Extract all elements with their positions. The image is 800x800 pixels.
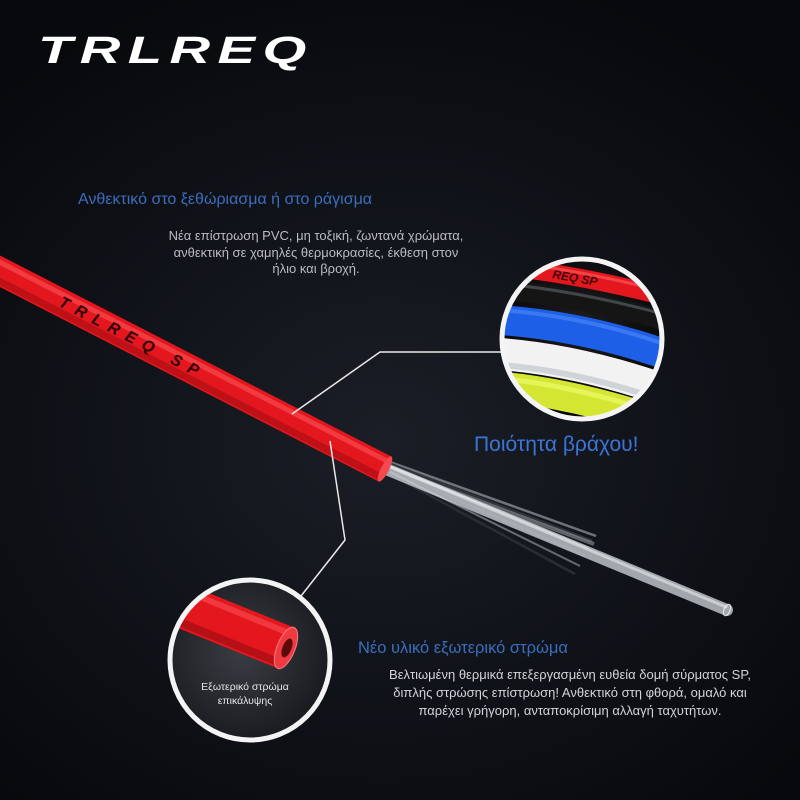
feature-description-line: διπλής στρώσης επίστρωση! Ανθεκτικό στη …	[393, 685, 747, 700]
outer-layer-zoom-circle	[167, 577, 333, 743]
cable-band-blue	[503, 305, 661, 371]
feature-description-line: Νέα επίστρωση PVC, μη τοξική, ζωντανά χρ…	[168, 228, 464, 243]
feature-description-line: ήλιο και βροχή.	[272, 261, 360, 276]
steel-wire-strand	[389, 460, 597, 538]
zoom-circle-caption: Εξωτερικό στρώμα επικάλυψης	[180, 680, 310, 708]
zoom-circle-ring	[499, 256, 665, 422]
cable-band-black	[504, 280, 661, 332]
zoom-circle-ring	[167, 577, 333, 743]
zoom-circle-caption-line: επικάλυψης	[217, 695, 273, 707]
feature-description-line: παρέχει γρήγορη, ανταποκρίσιμη αλλαγή τα…	[418, 703, 722, 718]
quality-callout: Ποιότητα βράχου!	[474, 433, 639, 456]
red-cable-housing	[0, 255, 393, 482]
feature-description-line: ανθεκτική σε χαμηλές θερμοκρασίες, έκθεσ…	[173, 244, 459, 260]
callout-line-color-variants	[291, 351, 502, 415]
steel-wire-strand	[389, 462, 593, 543]
liner-tube-end	[722, 603, 732, 617]
feature-title-fade-resistant: Ανθεκτικό στο ξεθώριασμα ή στο ράγισμα	[78, 191, 373, 208]
outer-layer-cable-cut	[172, 582, 299, 670]
brand-logo: TRLREQ	[38, 30, 314, 72]
feature-description-outer-layer: Βελτιωμένη θερμικά επεξεργασμένη ευθεία …	[355, 666, 785, 720]
feature-title-outer-layer: Νέο υλικό εξωτερικό στρώμα	[358, 639, 568, 657]
cable-cut-end	[377, 456, 393, 482]
steel-wire-strand	[389, 472, 576, 576]
color-variants-zoom-circle: REQ SP	[499, 256, 665, 422]
inner-liner-tube	[380, 463, 733, 617]
feature-description-fade-resistant: Νέα επίστρωση PVC, μη τοξική, ζωντανά χρ…	[146, 228, 486, 278]
zoom-circle-caption-line: Εξωτερικό στρώμα	[201, 681, 289, 693]
cable-bore-hole	[281, 638, 293, 658]
callout-line-outer-layer	[300, 440, 346, 597]
feature-description-line: Βελτιωμένη θερμικά επεξεργασμένη ευθεία …	[389, 667, 751, 682]
